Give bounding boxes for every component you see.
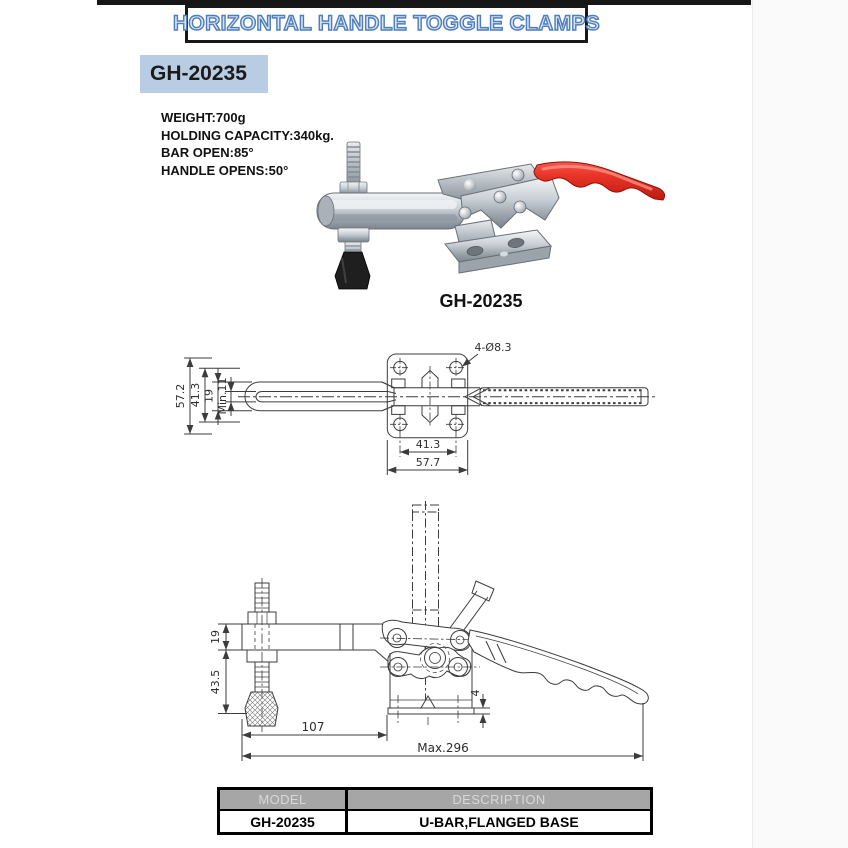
photo-spindle (334, 227, 371, 290)
model-table: MODEL DESCRIPTION GH-20235 U-BAR,FLANGED… (217, 787, 653, 835)
side-handle-closed (467, 629, 649, 705)
table-header-description: DESCRIPTION (345, 790, 650, 809)
dim-label-side-43-5: 43.5 (209, 670, 222, 695)
serrated-bar-top (463, 387, 649, 407)
spec-handle-opens: HANDLE OPENS:50° (161, 162, 289, 178)
dim-min11 (225, 377, 256, 416)
table-header-model: MODEL (258, 792, 307, 807)
dim-label-min11: Min.11 (216, 377, 229, 414)
table-cell-model: GH-20235 (220, 811, 345, 832)
dim-label-41-3-v: 41.3 (189, 383, 202, 408)
dim-side-max296 (241, 703, 644, 761)
page-title: HORIZONTAL HANDLE TOGGLE CLAMPS (172, 11, 600, 35)
table-header-row: MODEL DESCRIPTION (220, 790, 650, 811)
model-badge-label: GH-20235 (150, 62, 247, 85)
spec-bar-open: BAR OPEN:85° (161, 145, 254, 160)
page-edge-strip (752, 0, 848, 848)
spec-list: WEIGHT:700g HOLDING CAPACITY:340kg. BAR … (161, 109, 334, 179)
drawing-top-view: 57.2 41.3 19 Min.11 4-Ø8.3 41.3 57.7 (174, 341, 658, 475)
dim-label-side-19: 19 (209, 630, 222, 644)
dim-label-side-107: 107 (302, 720, 325, 734)
photo-u-bar-arm (316, 192, 466, 230)
dim-side-4 (474, 694, 490, 728)
hole-callout-label: 4-Ø8.3 (474, 341, 511, 354)
photo-linkage-body (437, 163, 560, 229)
side-base (387, 647, 475, 727)
dim-label-19: 19 (203, 389, 216, 403)
top-black-bar (97, 0, 751, 5)
dim-label-side-max296: Max.296 (417, 741, 469, 755)
dim-41-3-v (199, 367, 240, 423)
photo-base-flange (444, 219, 552, 274)
dim-side-107 (241, 715, 388, 741)
side-linkage (379, 619, 484, 680)
dim-57-2 (184, 357, 212, 435)
dim-label-57-7: 57.7 (416, 456, 441, 469)
model-badge: GH-20235 (140, 55, 268, 93)
dim-19 (212, 368, 252, 425)
drawing-side-view: 19 43.5 107 4 Max.296 (209, 501, 649, 761)
dim-label-side-4: 4 (469, 690, 482, 697)
photo-red-handle (533, 161, 666, 201)
product-photo (316, 141, 666, 290)
table-data-row: GH-20235 U-BAR,FLANGED BASE (220, 811, 650, 832)
photo-caption: GH-20235 (439, 291, 523, 311)
dim-side-19 (218, 623, 242, 651)
dim-label-41-3-h: 41.3 (416, 438, 441, 451)
hole-callout-leader (461, 353, 479, 367)
title-banner: HORIZONTAL HANDLE TOGGLE CLAMPS (172, 5, 600, 43)
side-spindle (244, 578, 279, 732)
dim-57-7 (386, 440, 469, 475)
base-plate-top (386, 353, 469, 439)
spec-weight: WEIGHT:700g (161, 110, 246, 125)
dim-41-3-h (399, 430, 457, 457)
side-arm (241, 623, 391, 664)
spec-holding-capacity: HOLDING CAPACITY:340kg. (161, 127, 334, 143)
u-bar-top (244, 381, 397, 412)
dim-side-43-5 (218, 650, 247, 714)
table-cell-description: U-BAR,FLANGED BASE (345, 811, 650, 832)
dim-label-57-2: 57.2 (174, 384, 187, 409)
photo-top-stud (339, 141, 368, 196)
